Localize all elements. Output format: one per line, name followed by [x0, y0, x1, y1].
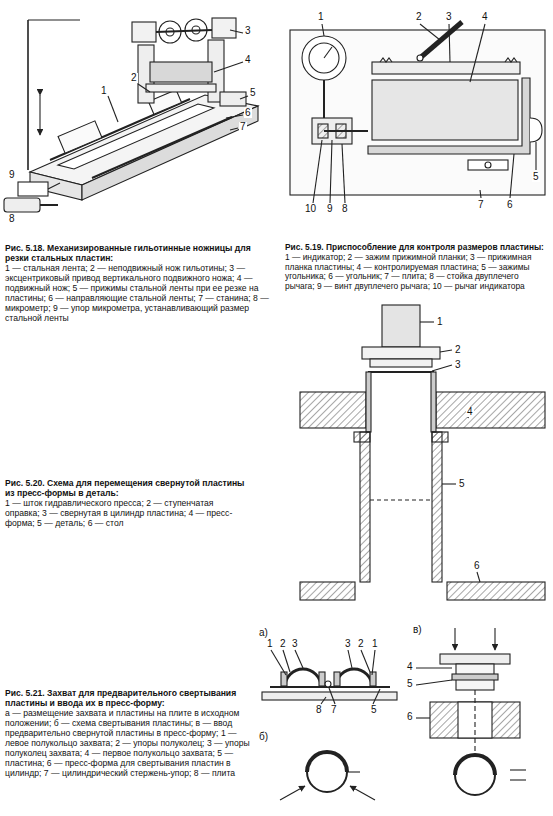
callout-number: 1 — [317, 12, 325, 22]
figure-caption: Рис. 5.19. Приспособление для контроля р… — [285, 243, 547, 292]
callout-number: 6 — [406, 712, 414, 722]
press-drawing — [300, 305, 545, 600]
figure-caption: Рис. 5.21. Захват для предварительного с… — [5, 688, 253, 778]
callout-number: в) — [412, 625, 423, 635]
callout-number: 2 — [130, 73, 138, 83]
callout-number: 3 — [344, 639, 352, 649]
callout-number: 2 — [454, 345, 462, 355]
callout-number: 7 — [330, 705, 338, 715]
callout-number: 6 — [506, 200, 514, 210]
callout-number: 3 — [445, 12, 453, 22]
callout-number: 8 — [341, 204, 349, 214]
grip-drawing-a — [262, 650, 397, 704]
callout-number: 5 — [370, 705, 378, 715]
caption-heading: Рис. 5.21. Захват для предварительного с… — [5, 688, 253, 708]
shears-drawing — [4, 18, 258, 212]
callout-number: б) — [258, 732, 269, 742]
callout-number: 2 — [357, 639, 365, 649]
callout-number: 3 — [454, 360, 462, 370]
callout-number: а) — [258, 628, 269, 638]
callout-number: 5 — [532, 172, 540, 182]
callout-number: 5 — [406, 679, 414, 689]
caption-legend: 1 — индикатор; 2 — зажим прижимной планк… — [285, 253, 547, 292]
callout-number: 8 — [8, 214, 16, 224]
callout-number: 4 — [481, 12, 489, 22]
callout-number: 6 — [244, 108, 252, 118]
caption-heading: Рис. 5.18. Механизированные гильотинные … — [5, 243, 273, 263]
callout-number: 8 — [315, 705, 323, 715]
callout-number: 4 — [244, 55, 252, 65]
grip-drawing-c — [416, 628, 526, 795]
callout-number: 1 — [371, 639, 379, 649]
grip-drawing-b — [280, 752, 375, 800]
caption-legend: 1 — шток гидравлического пресса; 2 — сту… — [5, 498, 250, 528]
callout-number: 7 — [239, 122, 247, 132]
callout-number: 5 — [249, 88, 257, 98]
gauge-drawing — [290, 22, 545, 203]
caption-heading: Рис. 5.20. Схема для перемещения свернут… — [5, 478, 250, 498]
callout-number: 1 — [436, 317, 444, 327]
figure-caption: Рис. 5.18. Механизированные гильотинные … — [5, 243, 273, 323]
callout-number: 3 — [244, 26, 252, 36]
callout-number: 2 — [415, 12, 423, 22]
callout-number: 4 — [466, 407, 474, 417]
callout-number: 2 — [279, 639, 287, 649]
caption-legend: а — размещение захвата и пластины на пли… — [5, 708, 253, 778]
callout-number: 1 — [266, 639, 274, 649]
callout-number: 1 — [100, 86, 108, 96]
callout-number: 6 — [473, 561, 481, 571]
caption-legend: 1 — стальная лента; 2 — неподвижный нож … — [5, 263, 273, 323]
callout-number: 4 — [406, 662, 414, 672]
callout-number: 9 — [326, 204, 334, 214]
caption-heading: Рис. 5.19. Приспособление для контроля р… — [285, 243, 547, 253]
callout-number: 5 — [458, 479, 466, 489]
callout-number: 9 — [8, 170, 16, 180]
figure-caption: Рис. 5.20. Схема для перемещения свернут… — [5, 478, 250, 528]
callout-number: 7 — [477, 200, 485, 210]
callout-number: 10 — [304, 204, 317, 214]
callout-number: 3 — [291, 639, 299, 649]
